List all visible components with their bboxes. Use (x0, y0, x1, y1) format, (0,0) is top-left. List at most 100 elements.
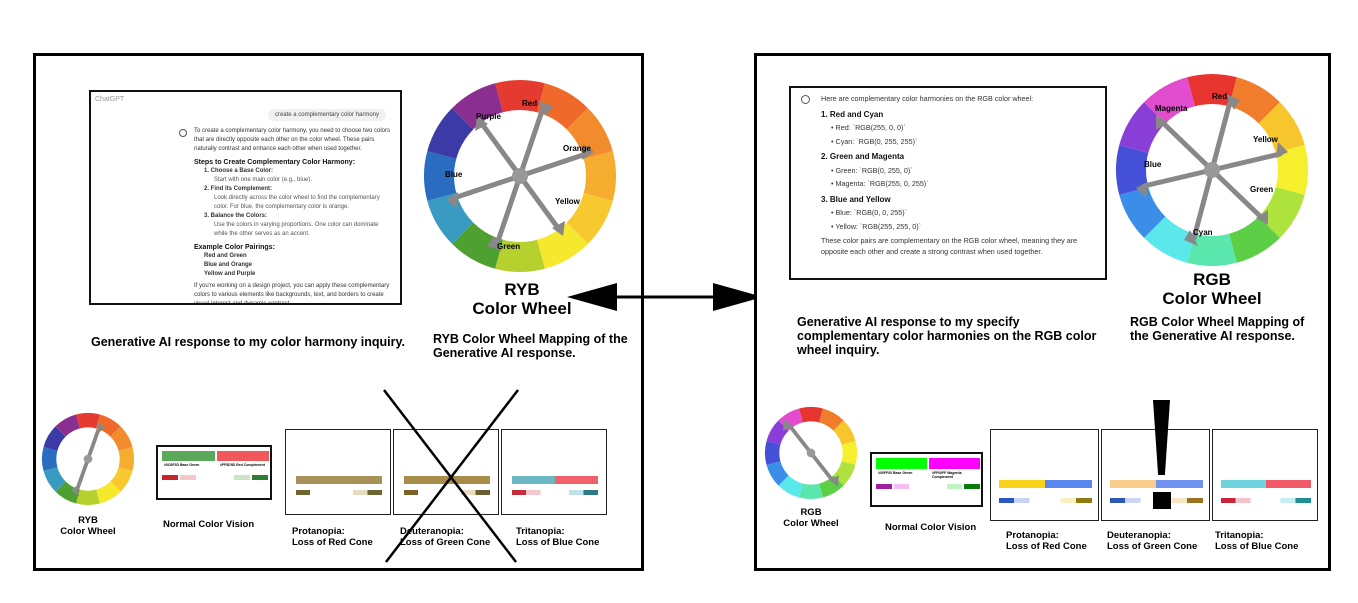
chatgpt-screenshot-ryb: ChatGPT create a complementary color har… (89, 90, 402, 305)
sim-chips (296, 490, 382, 495)
swatch-green-label: #00FF00 Base Green (878, 471, 913, 475)
rgb-title-line: Color Wheel (1162, 289, 1262, 308)
deuteranopia-caption-rgb: Deuteranopia: Loss of Green Cone (1107, 530, 1197, 552)
protanopia-sim-rgb (990, 429, 1099, 521)
rgb-label-yellow: Yellow (1253, 135, 1278, 144)
rgb-color-wheel (1116, 74, 1308, 266)
caption-line: Tritanopia: (516, 526, 565, 537)
tritanopia-sim-rgb (1212, 429, 1318, 521)
swatch-base-green (876, 458, 927, 469)
caption-line: Loss of Red Cone (1006, 541, 1087, 552)
chat-pairings-heading: Example Color Pairings: (194, 244, 275, 251)
small-rgb-wheel-caption: RGB Color Wheel (771, 507, 851, 529)
ryb-wheel-hub (512, 168, 528, 184)
normal-vision-caption-ryb: Normal Color Vision (163, 519, 255, 530)
sim-chips (512, 490, 598, 495)
normal-vision-swatch-card-ryb: #0C6F3D Base Green #FF5D5D Red Complemen… (156, 445, 272, 500)
sim-bar (1156, 480, 1203, 488)
caption-line: Loss of Blue Cone (1215, 541, 1299, 552)
rgb-label-red: Red (1212, 92, 1228, 101)
swatch-red-complement (217, 451, 269, 461)
wheel-segment (117, 447, 135, 471)
swatch-chip-row (876, 484, 981, 489)
caption-line: Loss of Green Cone (1107, 541, 1198, 552)
chat-item: Red: `RGB(255, 0, 0)` (821, 121, 1103, 135)
ryb-label-yellow: Yellow (555, 197, 580, 206)
rgb-label-blue: Blue (1144, 160, 1162, 169)
wheel-segment (764, 441, 782, 465)
protanopia-caption-ryb: Protanopia: Loss of Red Cone (292, 526, 373, 548)
swatch-magenta-complement (929, 458, 980, 469)
ryb-color-wheel (424, 80, 616, 272)
sim-chips (404, 490, 490, 495)
swatch-base-green (162, 451, 215, 461)
chat-step-detail: Use the colors in varying proportions. O… (214, 222, 379, 237)
chat-steps-heading: Steps to Create Complementary Color Harm… (194, 159, 356, 166)
wheel-segment (1187, 231, 1237, 266)
chat-item: Cyan: `RGB(0, 255, 255)` (821, 135, 1103, 149)
caption-wheel-rgb: RGB Color Wheel Mapping of the Generativ… (1130, 315, 1305, 343)
rgb-arrows (1136, 94, 1288, 246)
chat-intro: To create a complementary color harmony,… (194, 128, 390, 152)
swatch-magenta-label: #FF00FF Magenta Complement (932, 471, 962, 479)
wheel-segment (41, 447, 59, 471)
chatgpt-screenshot-rgb: Here are complementary color harmonies o… (789, 86, 1107, 280)
tritanopia-caption-rgb: Tritanopia: Loss of Blue Cone (1215, 530, 1298, 552)
tritanopia-caption-ryb: Tritanopia: Loss of Blue Cone (516, 526, 599, 548)
protanopia-caption-rgb: Protanopia: Loss of Red Cone (1006, 530, 1087, 552)
wheel-segment (76, 412, 100, 430)
protanopia-sim-ryb (285, 429, 391, 515)
exclamation-mark-bar (1153, 400, 1170, 475)
chat-body-rgb: Here are complementary color harmonies o… (821, 92, 1103, 257)
ryb-label-purple: Purple (476, 112, 501, 121)
chat-item: Blue: `RGB(0, 0, 255)` (821, 206, 1103, 220)
chat-item: Yellow: `RGB(255, 255, 0)` (821, 220, 1103, 234)
ryb-arrows (446, 101, 594, 251)
chat-step: 3. Balance the Colors: (204, 213, 268, 219)
chat-step: 1. Choose a Base Color: (204, 168, 274, 174)
left-panel-ryb: ChatGPT create a complementary color har… (33, 53, 644, 571)
caption-chat-ryb: Generative AI response to my color harmo… (91, 335, 405, 349)
deuteranopia-caption-ryb: Deuteranopia: Loss of Green Cone (400, 526, 490, 548)
wheel-segment (424, 151, 459, 201)
swatch-green-label: #0C6F3D Base Green (164, 463, 200, 467)
ryb-label-red: Red (522, 99, 538, 108)
cross-out-mark (383, 389, 519, 563)
caption-line: Tritanopia: (1215, 530, 1264, 541)
ryb-label-green: Green (497, 242, 521, 251)
ryb-title-line: Color Wheel (472, 299, 572, 318)
sim-bar (1266, 480, 1311, 488)
chat-step: 2. Find its Complement: (204, 186, 273, 192)
wheel-segment (76, 488, 100, 506)
caption-line: Deuteranopia: (400, 526, 464, 537)
assistant-icon (801, 95, 810, 104)
wheel-segment (1187, 74, 1237, 109)
caption-line: RYB (78, 515, 98, 526)
user-prompt-bubble: create a complementary color harmony (267, 109, 386, 121)
sim-chips (999, 498, 1092, 503)
caption-line: Protanopia: (292, 526, 345, 537)
sim-bar (1221, 480, 1266, 488)
chat-step-detail: Look directly across the color wheel to … (214, 195, 380, 210)
sim-bar (999, 480, 1045, 488)
small-ryb-wheel (41, 412, 135, 506)
chat-heading: 3. Blue and Yellow (821, 194, 891, 204)
swatch-chip-row (162, 475, 268, 480)
wheel-segment (581, 151, 616, 201)
wheel-segment (799, 406, 823, 424)
wheel-segment (840, 441, 858, 465)
caption-line: Loss of Blue Cone (516, 537, 600, 548)
exclamation-mark-dot (1153, 492, 1171, 509)
right-panel-rgb: Here are complementary color harmonies o… (754, 53, 1331, 571)
chat-outro: If you're working on a design project, y… (194, 283, 390, 305)
chat-step-detail: Start with one main color (e.g., blue). (214, 177, 313, 183)
caption-line: Protanopia: (1006, 530, 1059, 541)
wheel-segment (1116, 145, 1151, 195)
chat-body: To create a complementary color harmony,… (194, 127, 392, 305)
wheel-segment (1273, 145, 1308, 195)
sim-bar (404, 476, 490, 484)
chat-heading: 1. Red and Cyan (821, 109, 884, 119)
caption-line: Color Wheel (783, 518, 839, 529)
small-ryb-wheel-caption: RYB Color Wheel (48, 515, 128, 537)
chat-intro: Here are complementary color harmonies o… (821, 94, 1034, 103)
